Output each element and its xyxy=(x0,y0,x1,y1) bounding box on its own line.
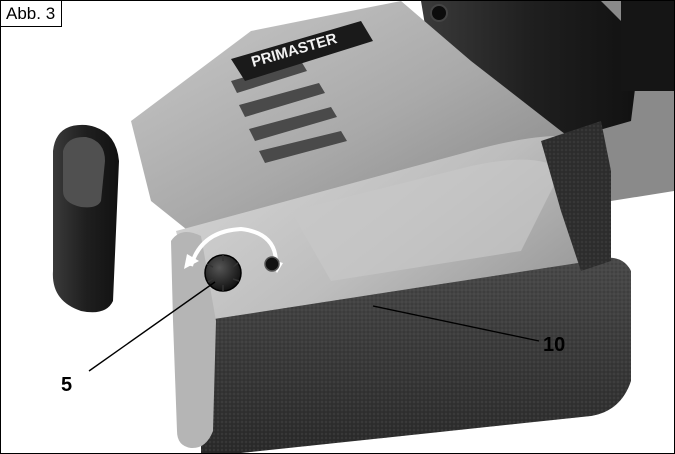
brand-plate xyxy=(231,21,373,81)
callout-10: 10 xyxy=(543,334,566,356)
rear-handle xyxy=(421,1,641,141)
cover-panel xyxy=(291,159,561,281)
side-guard xyxy=(171,232,216,449)
arrow-head-left-icon xyxy=(184,254,199,269)
front-handle-cap xyxy=(63,136,105,208)
callout-leader-5 xyxy=(88,281,216,372)
screw-icon xyxy=(264,256,280,272)
knob-grip-ridges xyxy=(206,255,240,291)
handle-grip xyxy=(621,1,674,91)
callout-leader-10 xyxy=(372,305,540,342)
rotation-arrow-icon xyxy=(189,226,278,267)
figure-label: Abb. 3 xyxy=(1,1,63,27)
screw-icon xyxy=(430,4,448,22)
callout-5: 5 xyxy=(61,374,73,396)
vent-slots xyxy=(231,61,347,163)
